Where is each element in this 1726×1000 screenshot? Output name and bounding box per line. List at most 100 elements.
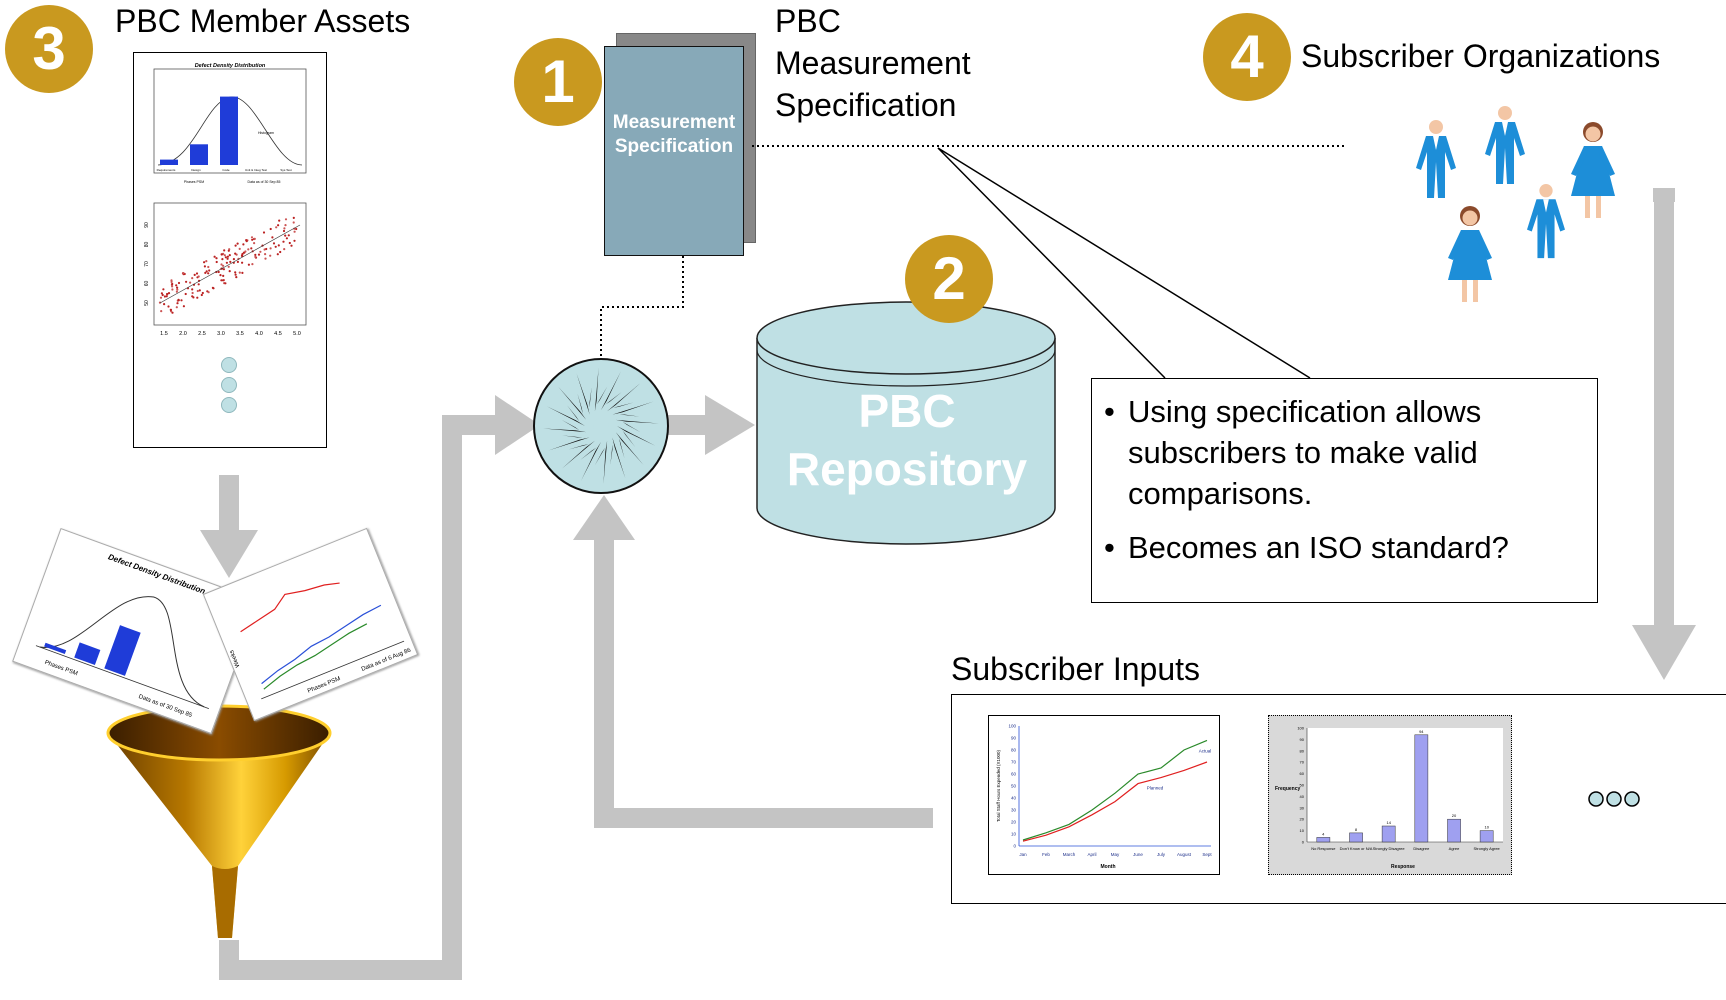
scatter-point xyxy=(180,299,183,302)
scatter-points xyxy=(158,216,298,314)
scatter-point xyxy=(165,295,168,298)
measurement-spec-label: PBC Measurement Specification xyxy=(775,0,971,126)
starburst-spike xyxy=(594,368,599,412)
scatter-point xyxy=(245,239,248,242)
funnel-left-bar-2 xyxy=(74,642,101,665)
line-chart-series xyxy=(1022,739,1208,842)
scatter-y-tick: 60 xyxy=(144,281,150,287)
flow-arrows xyxy=(200,188,1696,980)
scatter-y-tick: 70 xyxy=(144,261,150,267)
survey-bar-value-label: 94 xyxy=(1419,729,1424,734)
bell-xlabel-2: Data as of 30 Sep 85 xyxy=(248,180,281,184)
line-y-tick: 100 xyxy=(1008,724,1016,729)
starburst-inner-spike xyxy=(562,435,583,439)
scatter-point xyxy=(177,281,181,285)
callout-pointer xyxy=(937,147,1311,379)
scatter-point xyxy=(175,290,178,293)
starburst-inner-spike xyxy=(566,405,580,422)
bar-chart-ylabel: Frequency xyxy=(1275,786,1301,792)
woman-right-leg xyxy=(1473,280,1478,302)
bar-y-tick: 60 xyxy=(1300,771,1305,776)
scatter-point xyxy=(207,272,210,275)
scatter-point xyxy=(220,279,223,282)
repository-label-line2: Repository xyxy=(786,443,1028,495)
callout-box: Using specification allows subscribers t… xyxy=(1091,378,1598,603)
bar-y-tick: 10 xyxy=(1300,828,1305,833)
funnel-chart-right: Phases PSM Data as of 6 Aug 86 Weeks xyxy=(202,527,419,722)
scatter-point xyxy=(223,249,226,252)
scatter-point xyxy=(215,257,218,260)
scatter-point xyxy=(279,250,282,254)
scatter-x-tick: 3.5 xyxy=(236,331,244,337)
funnel-left-xlabel-2: Phases PSM xyxy=(44,660,79,678)
man-body xyxy=(1527,199,1565,259)
starburst-inner-spike xyxy=(619,438,625,459)
scatter-point xyxy=(222,274,225,277)
scatter-point xyxy=(215,260,218,264)
circle-in-arrow-head xyxy=(495,395,540,455)
ellipsis-dot-3 xyxy=(1624,791,1640,807)
inputs-return-horizontal xyxy=(594,808,933,828)
scatter-point xyxy=(207,265,210,269)
survey-bar-value-label: 10 xyxy=(1484,825,1489,830)
funnel-icon xyxy=(106,704,332,938)
scatter-point xyxy=(236,242,239,245)
ellipsis-dot-2 xyxy=(1606,791,1622,807)
funnel-out-vertical-1 xyxy=(219,940,239,980)
starburst-spike xyxy=(576,373,590,415)
starburst-inner-spike xyxy=(613,402,634,408)
scatter-point xyxy=(292,221,295,224)
bar-y-tick: 90 xyxy=(1300,737,1305,742)
scatter-x-tick: 2.0 xyxy=(179,331,187,337)
bell-category: Requirements xyxy=(157,168,176,172)
scatter-point xyxy=(191,291,194,295)
scatter-point xyxy=(283,227,286,230)
scatter-point xyxy=(170,280,173,283)
scatter-point xyxy=(288,241,291,245)
scatter-point xyxy=(171,311,174,314)
scatter-point xyxy=(272,242,276,245)
scatter-point xyxy=(222,268,225,271)
scatter-point xyxy=(225,261,228,264)
bell-category: Code xyxy=(222,168,230,172)
man-collar xyxy=(1502,122,1508,136)
line-y-tick: 20 xyxy=(1011,820,1017,825)
subscriber-inputs-label: Subscriber Inputs xyxy=(951,651,1201,687)
man-collar xyxy=(1543,199,1549,213)
scatter-point xyxy=(224,256,227,259)
line-y-tick: 80 xyxy=(1011,748,1017,753)
bell-category: Unit & Integ Test xyxy=(245,168,267,172)
survey-bar xyxy=(1316,837,1331,843)
woman-right-arm xyxy=(1599,146,1615,176)
scatter-point xyxy=(274,245,277,248)
bell-category: Design xyxy=(191,168,201,172)
measurement-spec-label-line1: PBC xyxy=(775,3,841,39)
scatter-point xyxy=(197,283,200,286)
measurement-spec-label-line2: Measurement xyxy=(775,45,971,81)
pbc-repository-cylinder xyxy=(756,301,1056,545)
starburst-inner-spike xyxy=(596,386,608,405)
survey-bar-value-label: 8 xyxy=(1355,827,1358,832)
scatter-point xyxy=(203,261,206,264)
scatter-point xyxy=(269,247,272,250)
scatter-point xyxy=(264,253,267,256)
funnel-out-vertical-2 xyxy=(442,415,462,980)
subscribers-down-shaft-2 xyxy=(1654,188,1674,628)
scatter-point xyxy=(264,257,267,260)
scatter-point xyxy=(213,255,216,258)
scatter-point xyxy=(220,253,223,256)
measurement-spec-label-line3: Specification xyxy=(775,87,957,123)
circle-to-repo-head xyxy=(705,395,755,455)
scatter-point xyxy=(182,305,185,308)
scatter-point xyxy=(163,295,166,298)
scatter-point xyxy=(242,251,245,254)
assets-down-arrow-shaft xyxy=(219,475,239,535)
line-x-tick: March xyxy=(1063,852,1076,857)
scatter-point xyxy=(275,226,278,229)
starburst-inner-spike xyxy=(568,444,589,450)
more-assets-dot-1 xyxy=(221,357,237,373)
funnel-left-bar-1 xyxy=(44,642,67,655)
